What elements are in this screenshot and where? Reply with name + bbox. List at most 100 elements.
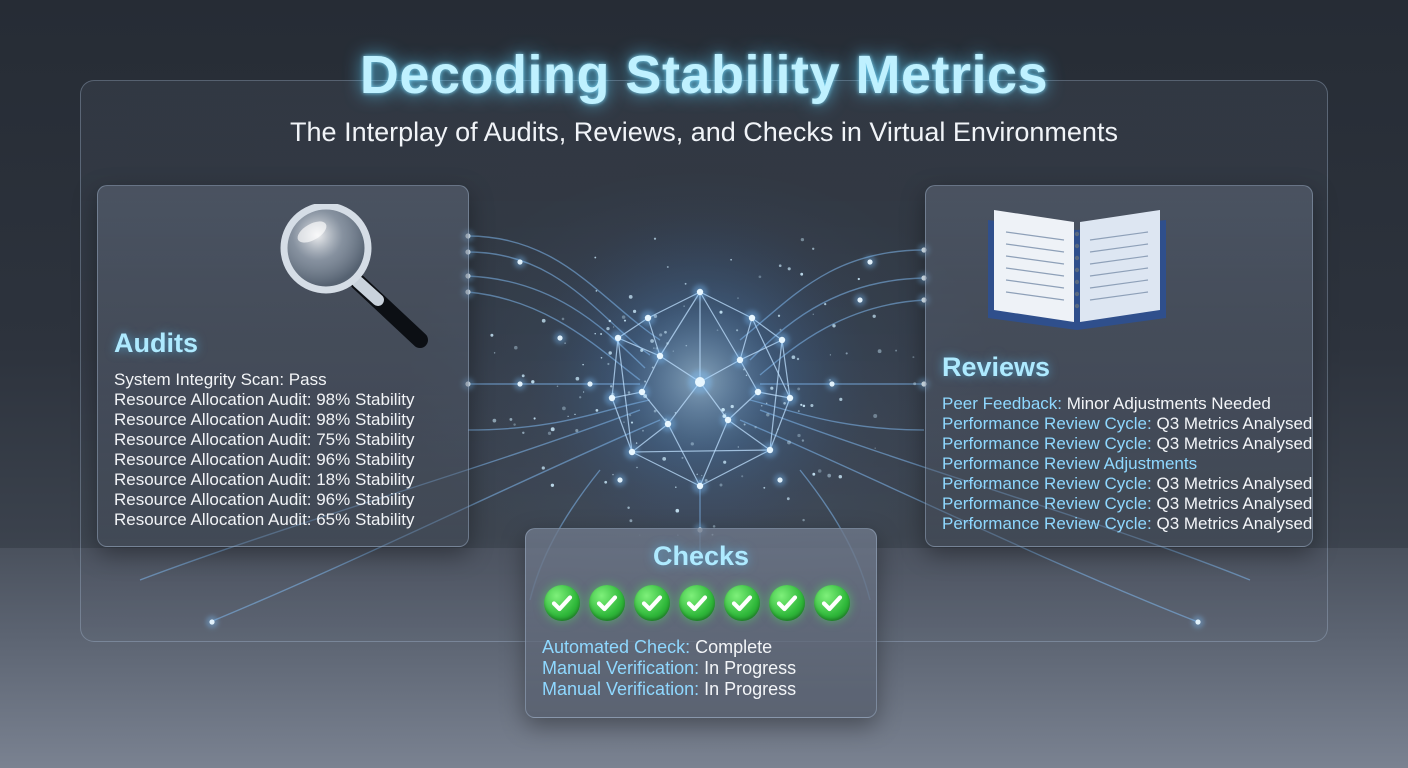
particle: [783, 402, 786, 405]
connection-line: [467, 275, 646, 369]
particle: [696, 473, 698, 476]
particle: [800, 403, 803, 406]
particle: [521, 374, 525, 378]
mesh-edge: [631, 451, 701, 487]
particle: [796, 357, 800, 361]
particle: [541, 318, 546, 323]
check-item: Automated Check: Complete: [542, 637, 796, 658]
connection-node: [777, 477, 783, 483]
review-item: Performance Review Cycle: Q3 Metrics Ana…: [942, 414, 1312, 434]
particle: [742, 368, 746, 371]
magnifying-glass-icon: [280, 204, 428, 348]
particle: [812, 247, 815, 250]
particle: [653, 347, 655, 349]
audit-item: Resource Allocation Audit: 98% Stability: [114, 410, 415, 429]
mesh-edge: [699, 291, 741, 361]
particle: [797, 433, 801, 438]
connection-line: [467, 399, 651, 431]
particle: [777, 428, 779, 431]
particle: [623, 421, 625, 423]
particle: [651, 366, 654, 369]
particle: [627, 506, 630, 509]
check-item-label: Automated Check:: [542, 637, 691, 657]
audit-item: System Integrity Scan: Pass: [114, 370, 327, 389]
check-item-label: Manual Verification:: [542, 658, 700, 678]
connection-line: [467, 291, 641, 381]
particle: [567, 415, 569, 418]
particle: [514, 345, 518, 350]
particle: [493, 352, 496, 354]
particle: [824, 303, 827, 306]
connection-line: [739, 249, 925, 341]
mesh-node: [614, 334, 622, 342]
mesh-edge: [769, 339, 783, 451]
particle: [600, 356, 603, 359]
particle: [765, 402, 768, 405]
particle: [704, 479, 708, 482]
particle: [604, 480, 608, 484]
particle: [802, 404, 806, 408]
mesh-edge: [699, 449, 771, 487]
review-item-label: Performance Review Cycle:: [942, 494, 1152, 513]
check-circle-icon: [679, 585, 715, 621]
audit-item: Resource Allocation Audit: 18% Stability: [114, 470, 415, 489]
particle: [562, 406, 566, 411]
check-circle-icon: [769, 585, 805, 621]
review-item: Performance Review Cycle: Q3 Metrics Ana…: [942, 474, 1312, 494]
particle: [574, 413, 576, 416]
reviews-heading: Reviews: [942, 352, 1051, 382]
particle: [653, 237, 657, 240]
mesh-node: [724, 416, 732, 424]
check-item-label: Manual Verification:: [542, 679, 700, 699]
particle: [607, 362, 610, 366]
check-circle-icon: [724, 585, 760, 621]
particle: [812, 472, 816, 476]
check-item-value: In Progress: [699, 658, 797, 678]
check-circle-icon: [634, 585, 670, 621]
review-item-value: Q3 Metrics Analysed: [1151, 494, 1313, 513]
particle: [640, 348, 644, 352]
checks-row: [544, 585, 858, 625]
review-item-label: Performance Review Cycle:: [942, 434, 1152, 453]
particle: [857, 277, 860, 281]
particle: [659, 333, 663, 337]
mesh-node: [664, 420, 672, 428]
particle: [737, 446, 739, 448]
page-title: Decoding Stability Metrics: [359, 45, 1049, 105]
review-item-label: Peer Feedback:: [942, 394, 1063, 413]
review-item-value: Q3 Metrics Analysed: [1151, 474, 1313, 493]
mesh-node: [754, 388, 762, 396]
particle: [745, 374, 748, 377]
particle: [737, 297, 739, 299]
review-item: Peer Feedback: Minor Adjustments Needed: [942, 394, 1312, 414]
particle: [643, 394, 648, 398]
audit-item: Resource Allocation Audit: 75% Stability: [114, 430, 415, 449]
review-item-value: Q3 Metrics Analysed: [1151, 514, 1313, 533]
mesh-edge: [617, 337, 633, 453]
particle: [595, 409, 599, 412]
particle: [610, 385, 613, 388]
particle: [653, 409, 657, 413]
particle: [509, 417, 513, 421]
checks-heading: Checks: [652, 541, 750, 571]
connection-line: [749, 399, 925, 431]
particle: [800, 237, 805, 242]
review-item-label: Performance Review Cycle:: [942, 514, 1152, 533]
connection-node: [829, 381, 835, 387]
connection-node: [209, 619, 215, 625]
particle: [636, 466, 638, 469]
check-item-value: Complete: [690, 637, 773, 657]
particle: [664, 330, 667, 334]
particle: [650, 339, 654, 343]
particle: [766, 413, 770, 417]
check-item-value: In Progress: [699, 679, 797, 699]
particle: [606, 326, 610, 331]
connection-node: [517, 259, 523, 265]
review-item: Performance Review Cycle: Q3 Metrics Ana…: [942, 434, 1312, 454]
particle: [912, 356, 915, 359]
particle: [635, 442, 638, 444]
particle: [797, 410, 800, 413]
particle: [664, 418, 668, 422]
check-item: Manual Verification: In Progress: [542, 679, 796, 700]
